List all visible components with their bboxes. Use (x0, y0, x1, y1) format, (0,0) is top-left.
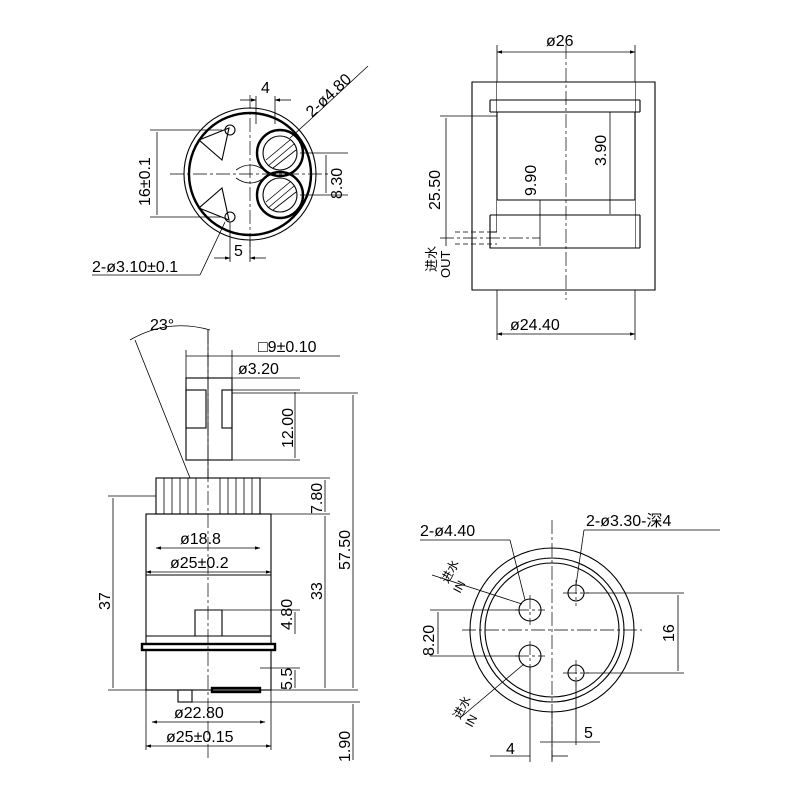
dim-label: 25.50 (427, 170, 444, 210)
dim-label: 1.90 (337, 731, 354, 762)
dim-label: 37 (97, 592, 114, 610)
dim-label: 12.00 (280, 408, 297, 448)
pin-hole-top (224, 124, 236, 136)
outlet-label: OUT (438, 251, 453, 279)
inlet-label: IN (462, 712, 480, 729)
dim-label: 5 (234, 243, 243, 260)
bottom-lug (197, 186, 230, 221)
side-view: 23° □9±0.10 ø3.20 12.00 7.80 57.50 33 ø1… (97, 317, 360, 762)
knurl-lines (163, 478, 253, 514)
port-hatching (265, 139, 297, 211)
dim-label: 2-ø3.30-深4 (586, 512, 671, 530)
dim-label: 4 (506, 741, 515, 758)
dim-label: 2-ø4.80 (303, 71, 355, 121)
dim-label: 5 (584, 725, 593, 742)
base (145, 649, 272, 691)
pin-hole-bottom (224, 211, 236, 223)
dim-label: □9±0.10 (258, 339, 317, 356)
dim-label: 3.90 (593, 135, 610, 166)
top-lug (197, 127, 230, 162)
top-view: 4 2-ø4.80 16±0.1 8.30 5 2-ø3.10±0.1 (92, 65, 369, 276)
dim-label: ø24.40 (510, 317, 560, 334)
dim-label: 4 (261, 80, 270, 97)
section-view: ø26 25.50 9.90 3.90 ø24.40 进水 OUT (424, 33, 656, 340)
inlet-label: IN (450, 578, 468, 595)
dim-label: ø18.8 (180, 531, 221, 548)
dim-label: 8.30 (329, 168, 346, 199)
dim-label: 2-ø4.40 (420, 523, 475, 540)
dim-label: 16±0.1 (137, 157, 154, 206)
dim-label: 2-ø3.10±0.1 (92, 259, 178, 276)
dim-label: 57.50 (337, 530, 354, 570)
dim-label: 8.20 (421, 625, 438, 656)
dim-label: ø25±0.2 (170, 555, 229, 572)
dim-label: 23° (150, 317, 174, 334)
dim-label: 9.90 (523, 165, 540, 196)
dim-label: 33 (309, 582, 326, 600)
dim-label: ø26 (546, 33, 574, 50)
dim-label: 16 (661, 624, 678, 642)
dim-label: ø22.80 (174, 705, 224, 722)
seal-ring (140, 642, 277, 652)
bottom-view: 2-ø4.40 2-ø3.30-深4 进水 IN 进水 IN 8.20 16 4… (420, 512, 720, 762)
dim-label: 7.80 (309, 483, 326, 514)
dim-label: ø25±0.15 (166, 729, 234, 746)
inlet-label-cn: 进水 (424, 246, 439, 272)
dim-label: ø3.20 (238, 361, 279, 378)
dim-label: 5.5 (279, 668, 296, 690)
dim-label: 4.80 (279, 599, 296, 630)
